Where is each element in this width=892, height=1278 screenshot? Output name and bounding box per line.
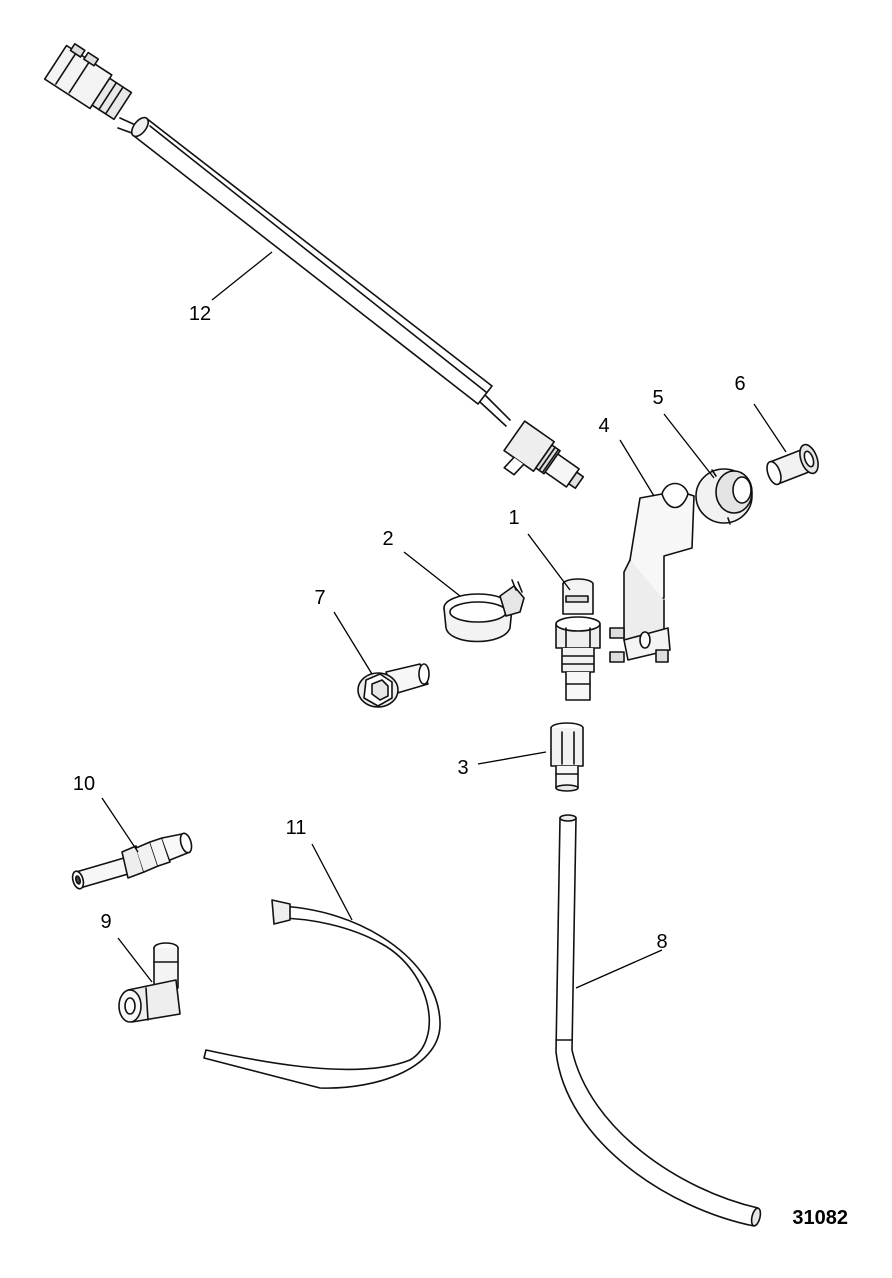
hose-clamp-part — [443, 579, 525, 643]
callout-7: 7 — [314, 587, 325, 609]
grommet-part — [695, 468, 753, 525]
screw-part — [357, 663, 430, 708]
mounting-bracket-part — [609, 482, 695, 663]
wiring-harness-part — [43, 42, 585, 490]
callout-3: 3 — [457, 757, 468, 779]
callout-12: 12 — [189, 303, 211, 325]
pressure-sender-part — [555, 578, 601, 701]
hose-part — [555, 814, 762, 1227]
elbow-fitting-part — [118, 942, 181, 1023]
callout-1: 1 — [508, 507, 519, 529]
callout-8: 8 — [656, 931, 667, 953]
adapter-fitting-part — [550, 722, 584, 792]
callout-5: 5 — [652, 387, 663, 409]
callout-11: 11 — [286, 817, 307, 839]
sleeve-part — [766, 443, 819, 486]
barbed-fitting-part — [71, 832, 193, 890]
callout-4: 4 — [598, 415, 609, 437]
leader-lines — [101, 251, 787, 989]
callout-9: 9 — [100, 911, 111, 933]
callout-labels: 12 1 2 3 4 5 6 7 8 9 10 11 — [73, 303, 746, 953]
cable-tie-part — [203, 899, 441, 1089]
figure-number: 31082 — [792, 1207, 848, 1229]
callout-10: 10 — [73, 773, 95, 795]
callout-6: 6 — [734, 373, 745, 395]
callout-2: 2 — [382, 528, 393, 550]
